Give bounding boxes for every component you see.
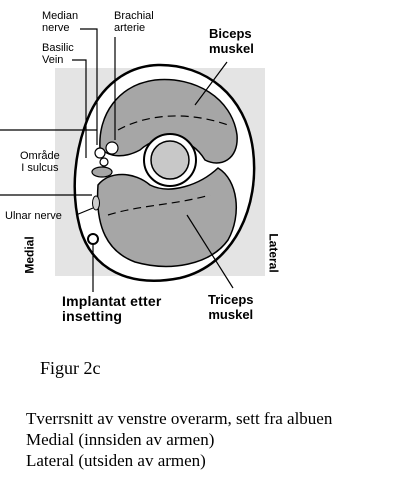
- figure-caption: Figur 2c: [40, 358, 101, 378]
- median-nerve-circle: [94, 147, 106, 159]
- label-triceps: Triceps muskel: [208, 292, 254, 322]
- label-lateral: Lateral: [266, 233, 281, 273]
- label-median-nerve: Median nerve: [42, 10, 79, 34]
- leader-basilic-vein: [72, 59, 87, 158]
- triceps-septum: [107, 194, 211, 216]
- biceps-muscle: [99, 78, 238, 164]
- ulnar-nerve-shape: [92, 195, 100, 211]
- label-medial: Medial: [22, 236, 37, 274]
- implant-circle: [87, 233, 99, 245]
- label-biceps: Biceps muskel: [209, 26, 254, 56]
- leader-biceps: [194, 61, 228, 106]
- leader-ulnar-nerve: [75, 207, 94, 216]
- caption-line-3: Lateral (utsiden av armen): [26, 451, 206, 470]
- triceps-muscle: [96, 167, 238, 268]
- caption-line-2: Medial (innsiden av armen): [26, 430, 215, 449]
- leader-triceps: [186, 214, 234, 289]
- label-basilic-vein: Basilic Vein: [42, 42, 74, 66]
- leader-median-nerve: [80, 28, 98, 145]
- humerus-bone-inner: [150, 140, 190, 180]
- label-implant: Implantat etter insetting: [62, 293, 162, 324]
- caption-line-1: Tverrsnitt av venstre overarm, sett fra …: [26, 409, 333, 428]
- label-brachial-artery: Brachial arterie: [114, 10, 154, 34]
- arm-cross-section-diagram: [0, 28, 265, 292]
- sulcus-region: [91, 166, 113, 178]
- brachial-artery-circle: [105, 141, 119, 155]
- basilic-vein-circle: [99, 157, 109, 167]
- label-omrade-sulcus: Område I sulcus: [20, 150, 60, 174]
- label-ulnar-nerve: Ulnar nerve: [5, 210, 62, 222]
